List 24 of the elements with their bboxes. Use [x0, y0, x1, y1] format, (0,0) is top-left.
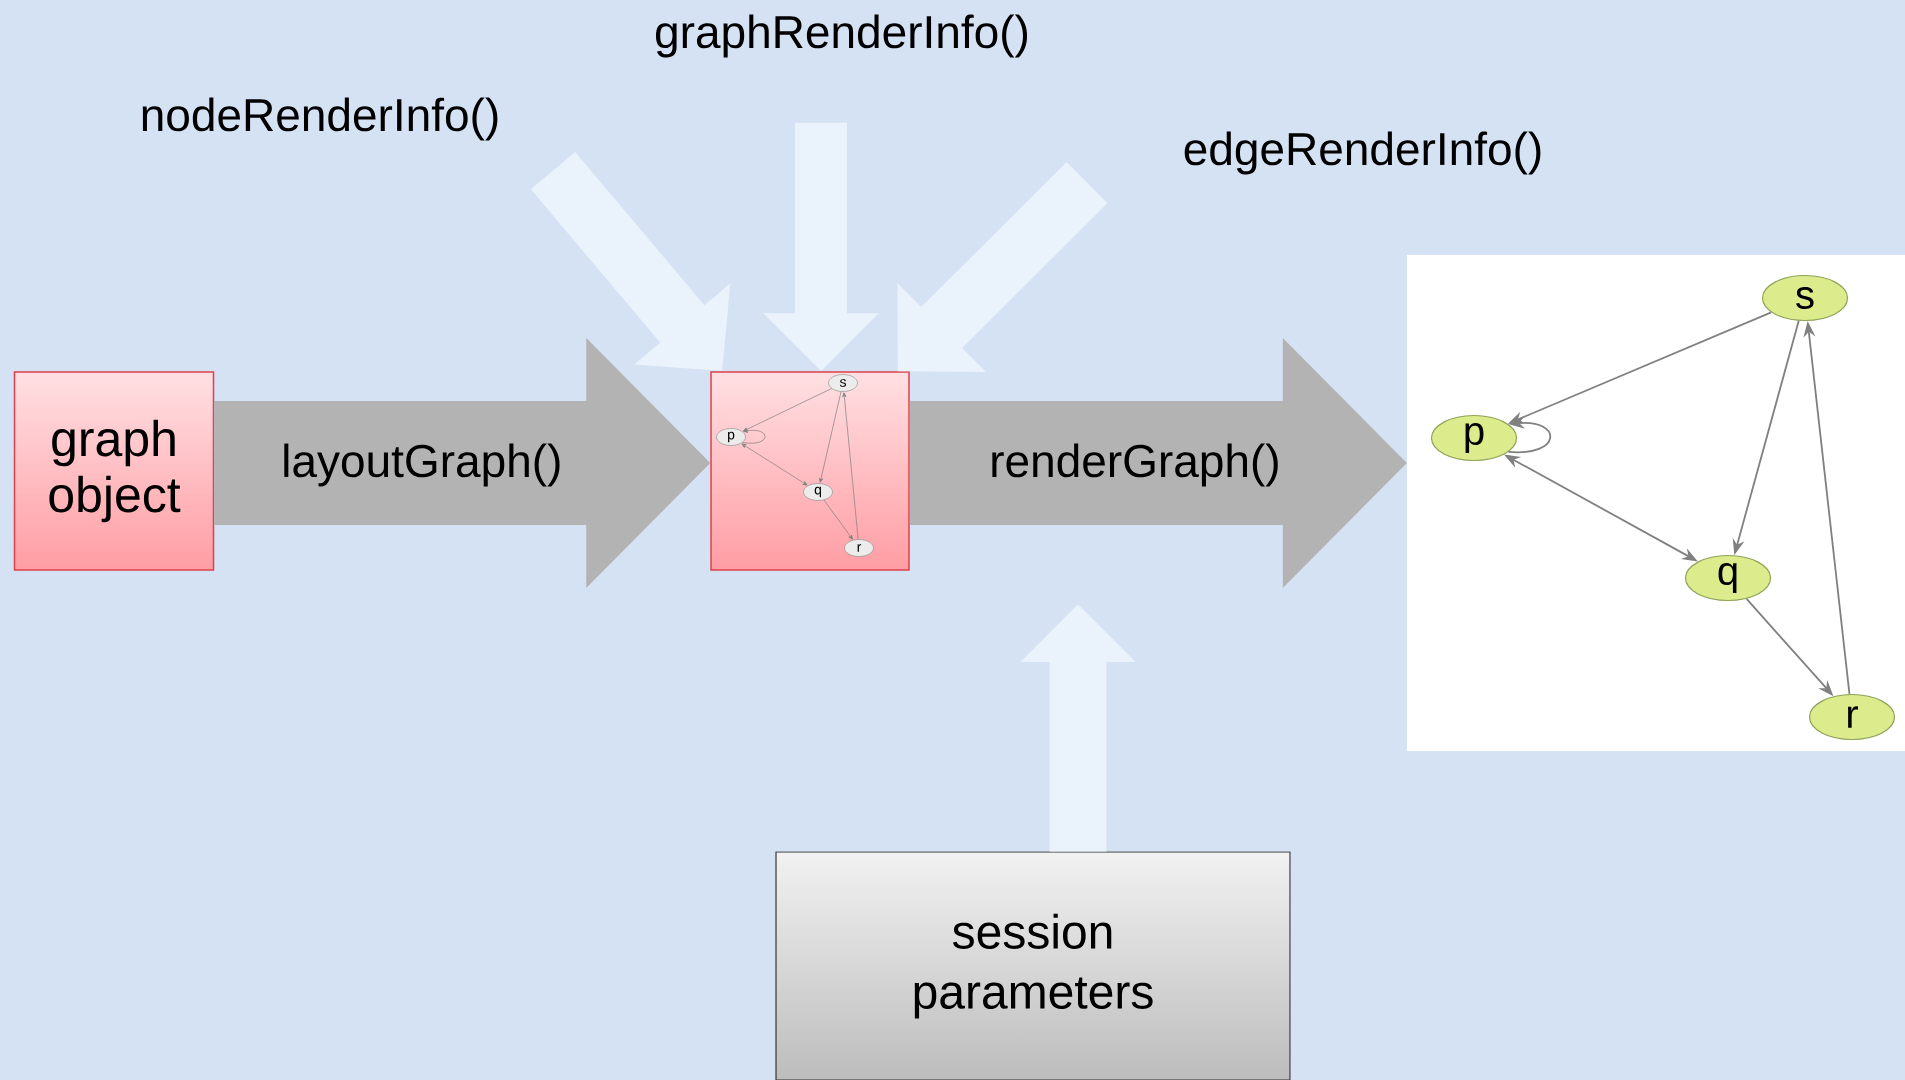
graph-node: p	[1430, 414, 1518, 462]
graph-node: r	[1808, 693, 1896, 741]
graph-node: r	[844, 539, 874, 557]
arrow	[743, 388, 832, 432]
loop-arrow	[742, 428, 766, 444]
parameter-box: session parameters	[775, 851, 1291, 1080]
arrow	[819, 391, 842, 483]
block-arrow	[897, 162, 1108, 373]
edge-label: layoutGraph()	[279, 441, 565, 489]
graph-node: p	[716, 428, 746, 446]
function-label: nodeRenderInfo()	[142, 97, 498, 141]
function-label: graphRenderInfo()	[656, 14, 1028, 58]
graph-panel	[1407, 255, 1905, 751]
object-box: graph object	[13, 371, 215, 571]
arrow	[741, 443, 808, 486]
function-label: edgeRenderInfo()	[1184, 131, 1541, 175]
graph-node: q	[1684, 554, 1772, 602]
graph-node: s	[1761, 274, 1849, 322]
graph-node: s	[828, 374, 858, 392]
graph-node: q	[803, 483, 833, 501]
graph-panel	[710, 371, 910, 571]
arrow	[823, 499, 853, 540]
edge-label: renderGraph()	[987, 441, 1283, 489]
arrow	[842, 392, 859, 540]
